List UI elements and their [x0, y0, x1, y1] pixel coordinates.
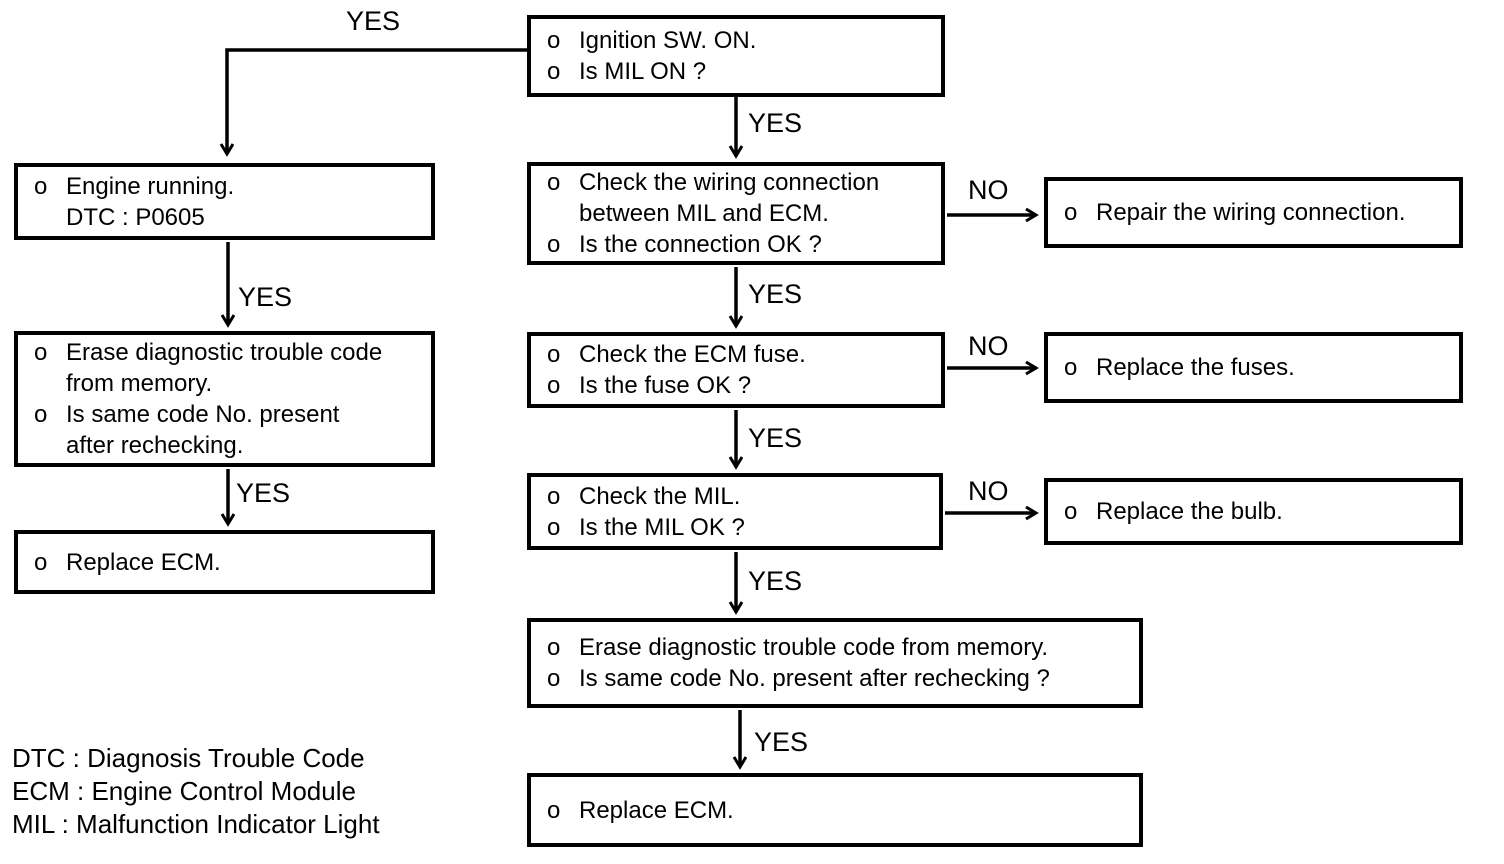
- node-replace-bulb: o Replace the bulb.: [1044, 478, 1463, 545]
- box-line-text: from memory.: [66, 370, 213, 397]
- box-line-text: Check the MIL.: [579, 482, 741, 510]
- legend-line-dtc: DTC : Diagnosis Trouble Code: [12, 743, 365, 773]
- box-line: o Is same code No. present after recheck…: [547, 663, 1131, 694]
- box-line: o Engine running.: [34, 171, 423, 202]
- box-line: after rechecking.: [34, 430, 423, 461]
- box-line: between MIL and ECM.: [547, 198, 933, 229]
- bullet-marker: o: [34, 172, 48, 200]
- box-line: o Check the MIL.: [547, 481, 931, 512]
- edge-label-yes-ignition: YES: [748, 108, 803, 138]
- node-replace-ecm-left: o Replace ECM.: [14, 530, 435, 594]
- box-line: o Replace ECM.: [547, 795, 1131, 826]
- box-line: o Is the MIL OK ?: [547, 512, 931, 543]
- bullet-marker: o: [547, 341, 561, 368]
- box-line: o Is the connection OK ?: [547, 229, 933, 260]
- box-line: from memory.: [34, 368, 423, 399]
- box-line-text: Repair the wiring connection.: [1096, 199, 1406, 226]
- box-line-text: Replace ECM.: [579, 796, 734, 824]
- box-line-text: Is the connection OK ?: [579, 231, 822, 258]
- box-line: o Replace the fuses.: [1064, 352, 1451, 383]
- box-line-text: Replace ECM.: [66, 548, 221, 576]
- edge-label-yes-erase-center: YES: [754, 727, 809, 757]
- box-line-text: DTC : P0605: [66, 203, 205, 231]
- box-line: o Is the fuse OK ?: [547, 370, 933, 401]
- node-replace-fuses: o Replace the fuses.: [1044, 332, 1463, 403]
- box-line: o Is same code No. present: [34, 399, 423, 430]
- legend-line-mil: MIL : Malfunction Indicator Light: [12, 809, 380, 839]
- bullet-marker: o: [547, 665, 561, 692]
- box-line-text: Replace the fuses.: [1096, 354, 1295, 381]
- box-line-text: Engine running.: [66, 172, 235, 200]
- box-line: o Repair the wiring connection.: [1064, 197, 1451, 228]
- node-erase-code-center: o Erase diagnostic trouble code from mem…: [527, 618, 1143, 708]
- bullet-marker: o: [1064, 354, 1078, 381]
- edge-label-yes-wiring: YES: [748, 279, 803, 309]
- box-line-text: Erase diagnostic trouble code from memor…: [579, 634, 1049, 661]
- box-line-text: Erase diagnostic trouble code: [66, 339, 383, 366]
- bullet-marker: o: [547, 231, 561, 258]
- box-line-text: Is MIL ON ?: [579, 58, 707, 85]
- node-check-fuse: o Check the ECM fuse. o Is the fuse OK ?: [527, 332, 945, 408]
- box-line: o Is MIL ON ?: [547, 56, 933, 87]
- edge-label-yes-engine: YES: [238, 282, 293, 312]
- box-line-text: between MIL and ECM.: [579, 200, 829, 227]
- node-ignition: o Ignition SW. ON. o Is MIL ON ?: [527, 15, 945, 97]
- bullet-marker: o: [547, 27, 561, 54]
- bullet-marker: o: [547, 372, 561, 399]
- box-line: DTC : P0605: [34, 202, 423, 233]
- box-line-text: Is same code No. present after recheckin…: [579, 665, 1050, 692]
- box-line-text: Replace the bulb.: [1096, 498, 1283, 525]
- box-line-text: Check the ECM fuse.: [579, 341, 806, 368]
- connector-yes-ignition-to-engine: [227, 48, 527, 152]
- node-replace-ecm-center: o Replace ECM.: [527, 773, 1143, 847]
- edge-label-no-wiring: NO: [968, 175, 1009, 205]
- edge-label-yes-fuse: YES: [748, 423, 803, 453]
- bullet-marker: o: [547, 796, 561, 824]
- box-line-text: after rechecking.: [66, 432, 244, 459]
- box-line: o Check the wiring connection: [547, 167, 933, 198]
- box-line: o Erase diagnostic trouble code: [34, 337, 423, 368]
- bullet-marker: o: [547, 634, 561, 661]
- edge-label-no-mil: NO: [968, 476, 1009, 506]
- box-line-text: Is same code No. present: [66, 401, 340, 428]
- box-line: o Replace ECM.: [34, 547, 423, 578]
- bullet-marker: o: [1064, 498, 1078, 525]
- box-line: o Check the ECM fuse.: [547, 339, 933, 370]
- bullet-marker: o: [34, 548, 48, 576]
- legend-line-ecm: ECM : Engine Control Module: [12, 776, 356, 806]
- box-line-text: Check the wiring connection: [579, 169, 880, 196]
- edge-label-yes-erase-left: YES: [236, 478, 291, 508]
- abbreviation-legend: DTC : Diagnosis Trouble Code ECM : Engin…: [12, 742, 380, 841]
- box-line-text: Ignition SW. ON.: [579, 27, 757, 54]
- box-line: o Erase diagnostic trouble code from mem…: [547, 632, 1131, 663]
- box-line-text: Is the MIL OK ?: [579, 513, 745, 541]
- bullet-marker: o: [547, 169, 561, 196]
- edge-label-yes-top: YES: [346, 6, 401, 36]
- bullet-marker: o: [1064, 199, 1078, 226]
- node-repair-wiring: o Repair the wiring connection.: [1044, 177, 1463, 248]
- box-line-text: Is the fuse OK ?: [579, 372, 752, 399]
- bullet-marker: o: [547, 513, 561, 541]
- bullet-marker: o: [34, 401, 48, 428]
- node-erase-code-left: o Erase diagnostic trouble code from mem…: [14, 331, 435, 467]
- node-check-mil: o Check the MIL. o Is the MIL OK ?: [527, 473, 943, 550]
- bullet-marker: o: [34, 339, 48, 366]
- bullet-marker: o: [547, 58, 561, 85]
- node-check-wiring: o Check the wiring connection between MI…: [527, 162, 945, 265]
- box-line: o Replace the bulb.: [1064, 496, 1451, 527]
- node-engine-running: o Engine running. DTC : P0605: [14, 163, 435, 240]
- edge-label-no-fuse: NO: [968, 331, 1009, 361]
- box-line: o Ignition SW. ON.: [547, 25, 933, 56]
- edge-label-yes-mil: YES: [748, 566, 803, 596]
- bullet-marker: o: [547, 482, 561, 510]
